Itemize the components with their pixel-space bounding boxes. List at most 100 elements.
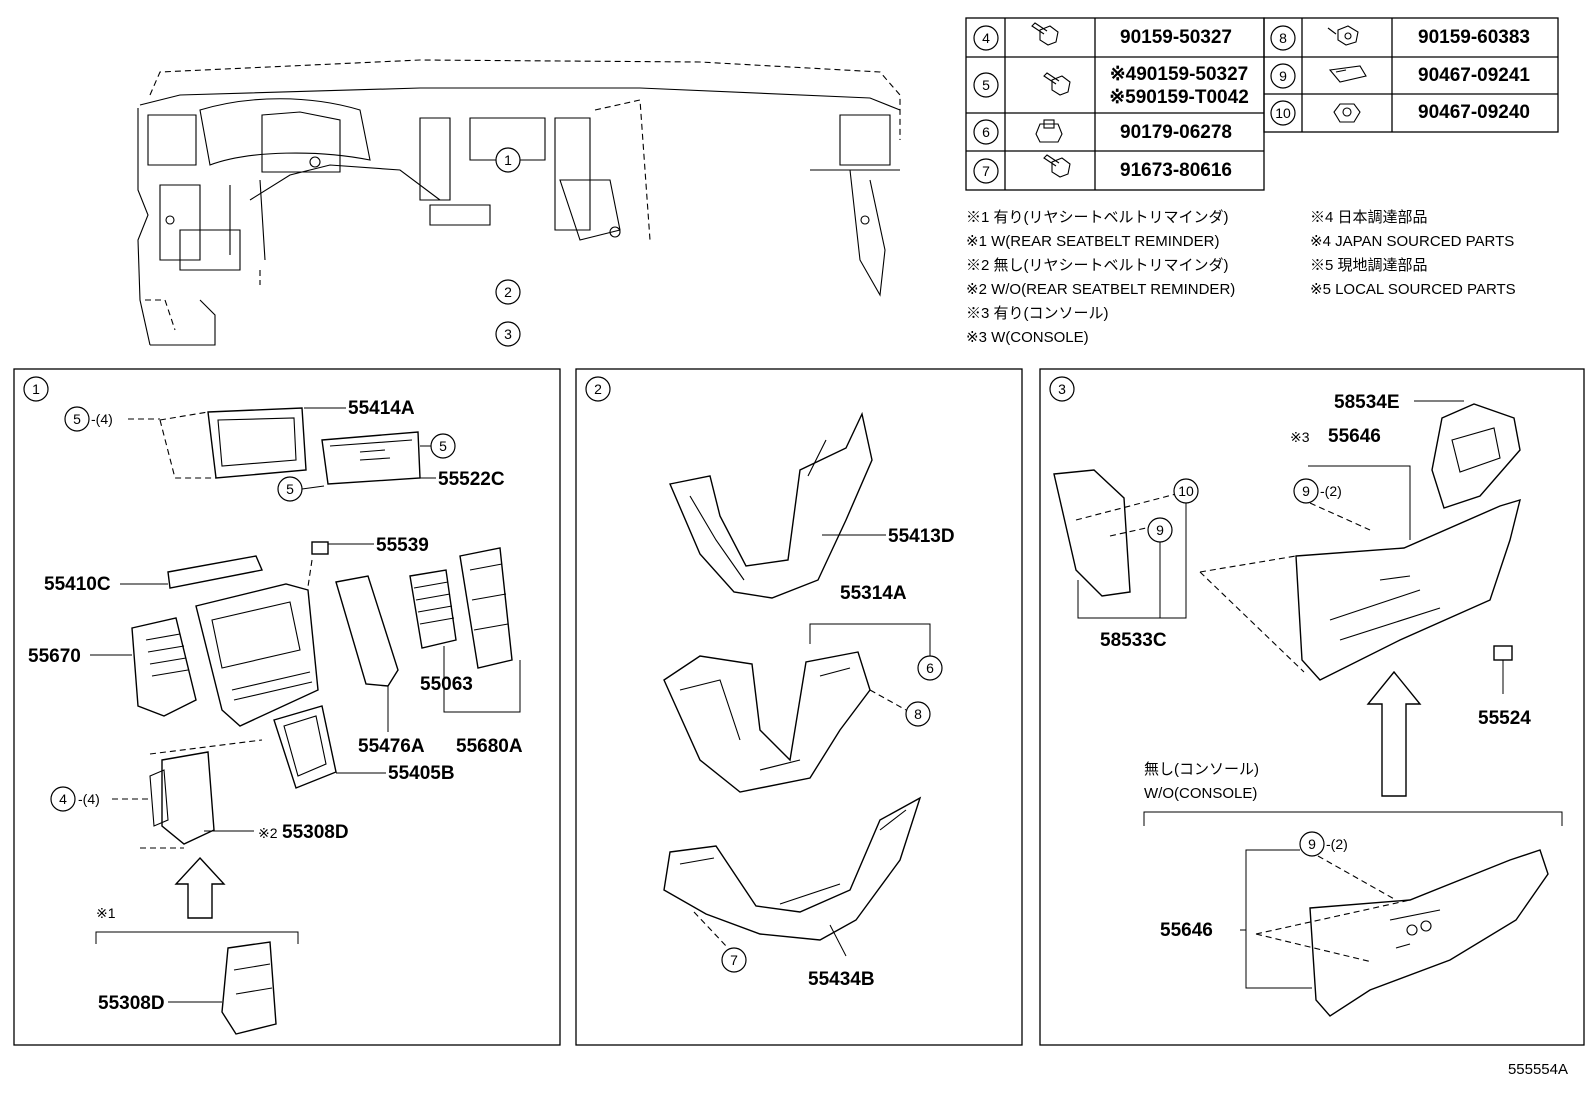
bolt-icon (1031, 22, 1059, 46)
label-note-2: ※2 (258, 825, 278, 841)
label-55308D-lower: 55308D (98, 993, 165, 1014)
note-line: ※1 有り(リヤシートベルトリマインダ) (966, 209, 1229, 226)
note-line: ※1 W(REAR SEATBELT REMINDER) (966, 233, 1219, 250)
label-58533C: 58533C (1100, 630, 1167, 651)
ref-circle-6 (973, 119, 999, 145)
ref-10: 10 (1178, 483, 1194, 499)
ref-circle-7 (721, 947, 747, 973)
label-55670: 55670 (28, 646, 81, 667)
ref-8: 8 (914, 706, 922, 722)
note-line: ※5 LOCAL SOURCED PARTS (1310, 281, 1516, 298)
dashboard-overview-illustration: 1 2 3 (137, 59, 901, 347)
lower-console-trim-part (663, 796, 922, 941)
ref-8-label: 8 (1279, 30, 1287, 46)
fastener-part-7: 91673-80616 (1120, 160, 1232, 181)
label-note-1: ※1 (96, 905, 116, 921)
note-line: ※3 有り(コンソール) (966, 305, 1109, 322)
note-line: ※4 JAPAN SOURCED PARTS (1310, 233, 1514, 250)
ref-circle-9 (1293, 478, 1319, 504)
console-lower-part (1309, 849, 1549, 1017)
side-panel-part (1053, 469, 1131, 597)
label-55680A: 55680A (456, 736, 523, 757)
ref-circle-8 (905, 701, 931, 727)
bolt-icon (1043, 72, 1071, 96)
ref-4b-qty: -(4) (78, 791, 100, 807)
ref-4-label: 4 (982, 30, 990, 46)
ref-circle-8 (1270, 25, 1296, 51)
label-55308D-upper: 55308D (282, 822, 349, 843)
ref-5: 5 (73, 411, 81, 427)
ref-circle-4 (973, 25, 999, 51)
console-bracket-part (663, 651, 871, 793)
overview-ref-3: 3 (504, 326, 512, 342)
up-arrow-icon (1366, 670, 1422, 797)
label-55410C: 55410C (44, 574, 111, 595)
switch-module-alt-part (221, 941, 277, 1035)
note-line: ※4 日本調達部品 (1310, 209, 1428, 226)
ref-7-label: 7 (982, 163, 990, 179)
ref-5c: 5 (286, 481, 294, 497)
bolt-icon (1043, 154, 1071, 178)
ref-6: 6 (926, 660, 934, 676)
fastener-part-10: 90467-09240 (1418, 102, 1530, 123)
ref-circle-7 (973, 158, 999, 184)
overview-ref-circle-1 (495, 147, 521, 173)
shift-bezel-part (669, 411, 873, 599)
ref-5-label: 5 (982, 77, 990, 93)
label-55524: 55524 (1478, 708, 1531, 729)
label-55434B: 55434B (808, 969, 875, 990)
clip-nut-icon (1035, 119, 1063, 143)
ref-9a-qty: -(2) (1320, 483, 1342, 499)
note-line: ※2 無し(リヤシートベルトリマインダ) (966, 257, 1229, 274)
display-bezel-part (207, 407, 307, 479)
label-wo-console-jp: 無し(コンソール) (1144, 761, 1259, 778)
air-vent-part (131, 617, 197, 717)
ref-circle-6 (917, 655, 943, 681)
vent-duct-part (459, 547, 513, 669)
panel-2: 2 55413D 55314A 6 8 55434B 7 (575, 368, 1023, 1046)
note-line: ※3 W(CONSOLE) (966, 329, 1089, 346)
panel-2-index: 2 (594, 381, 602, 397)
ref-9c-qty: -(2) (1326, 836, 1348, 852)
overview-ref-2: 2 (504, 284, 512, 300)
panel-2-index-circle (585, 376, 611, 402)
switch-module-part (161, 751, 215, 845)
fastener-part-8: 90159-60383 (1418, 27, 1530, 48)
ref-9c: 9 (1308, 836, 1316, 852)
fastener-part-9: 90467-09241 (1418, 65, 1530, 86)
note-line: ※2 W/O(REAR SEATBELT REMINDER) (966, 281, 1235, 298)
clip-part (311, 541, 329, 555)
note-line: ※5 現地調達部品 (1310, 257, 1428, 274)
ref-4b: 4 (59, 791, 67, 807)
center-cluster-panel-part (195, 583, 319, 727)
diagram-code: 555554A (1508, 1061, 1568, 1078)
label-55646-lower: 55646 (1160, 920, 1213, 941)
ref-5b: 5 (439, 438, 447, 454)
label-55476A: 55476A (358, 736, 425, 757)
fastener-part-5a: ※490159-50327 (1110, 64, 1248, 85)
push-clip-icon (1333, 103, 1361, 123)
label-55413D: 55413D (888, 526, 955, 547)
label-55314A: 55314A (840, 583, 907, 604)
ref-circle-4 (50, 786, 76, 812)
console-box-part (1295, 498, 1521, 681)
fastener-table: 4 5 6 7 8 9 10 (965, 17, 1559, 191)
ref-4-qty: -(4) (91, 411, 113, 427)
screw-icon (1327, 25, 1359, 46)
notes: ※1 有り(リヤシートベルトリマインダ) ※1 W(REAR SEATBELT … (966, 209, 1516, 346)
overview-ref-circle-2 (495, 279, 521, 305)
label-55414A: 55414A (348, 398, 415, 419)
trim-strip-part (167, 555, 263, 589)
ref-circle-5 (973, 72, 999, 98)
label-55522C: 55522C (438, 469, 505, 490)
side-trim-part (335, 575, 399, 687)
panel-3-index: 3 (1058, 381, 1066, 397)
label-55405B: 55405B (388, 763, 455, 784)
ref-9a: 9 (1302, 483, 1310, 499)
ref-circle-10 (1270, 100, 1296, 126)
panel-3: 3 58534E ※3 55646 9 -(2) 55524 10 9 5853… (1039, 368, 1585, 1046)
clip-part (1493, 645, 1513, 661)
fastener-part-4: 90159-50327 (1120, 27, 1232, 48)
ref-circle-5 (64, 406, 90, 432)
